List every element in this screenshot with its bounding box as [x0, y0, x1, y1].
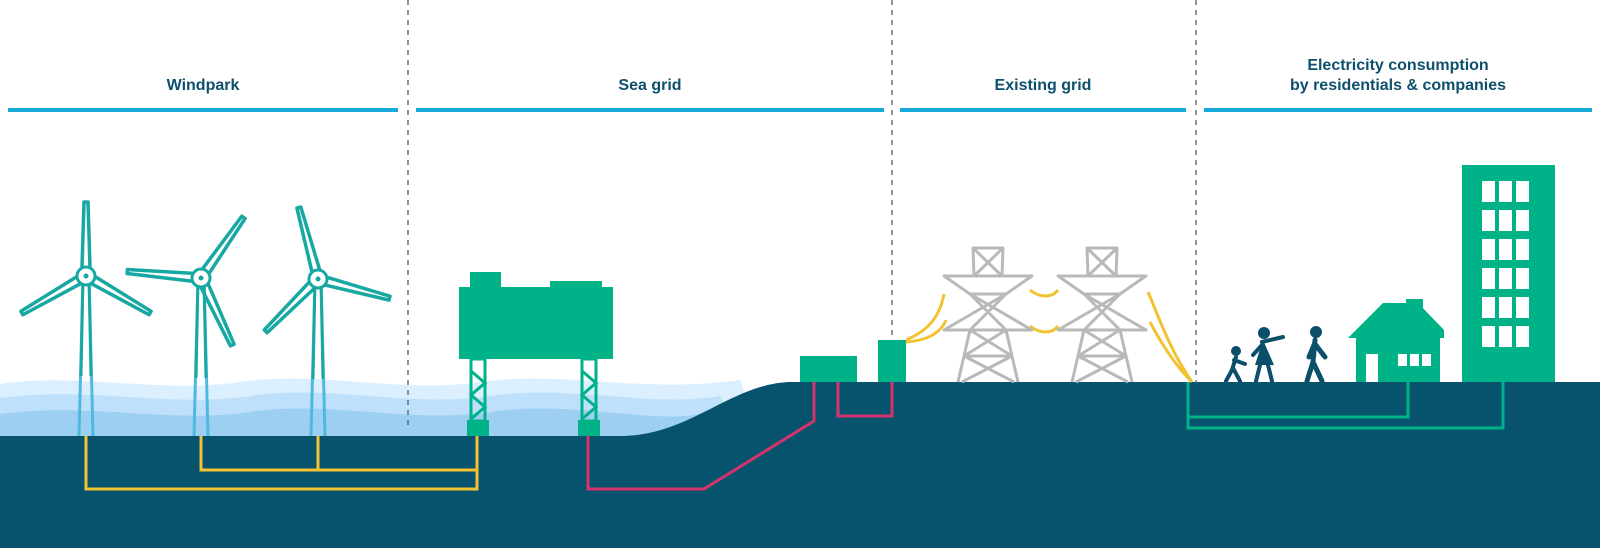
section-title-sea-grid: Sea grid [416, 76, 884, 96]
magenta-onshore-cable [836, 382, 894, 418]
ground [0, 382, 1600, 548]
overhead-lines [905, 288, 1194, 384]
office-building-icon [1462, 165, 1555, 382]
substation-icon [878, 340, 906, 382]
section-title-line: Windpark [166, 77, 240, 94]
house-icon [1348, 299, 1444, 382]
section-title-windpark: Windpark [8, 76, 398, 96]
section-title-line: Sea grid [618, 77, 682, 94]
yellow-sea-cables [84, 436, 479, 491]
section-dividers [407, 0, 1197, 428]
wind-turbine-icon [19, 200, 153, 437]
section-title-line: by residentials & companies [1289, 77, 1507, 94]
people-icon [1224, 326, 1328, 384]
section-title-line: Existing grid [994, 77, 1092, 94]
green-distribution-cables [1186, 382, 1505, 430]
offshore-platform-icon [459, 272, 613, 436]
section-title-consumption: Electricity consumption by residentials … [1204, 56, 1592, 96]
sea-waves [0, 378, 760, 436]
wind-turbine-icon [125, 214, 247, 437]
power-pylon-icon [942, 246, 1034, 384]
section-title-line: Electricity consumption [1307, 57, 1489, 74]
power-pylon-icon [1056, 246, 1148, 384]
section-title-existing-grid: Existing grid [900, 76, 1186, 96]
magenta-export-cable [586, 382, 816, 491]
wind-turbine-icon [262, 205, 392, 437]
substation-icon [800, 356, 857, 382]
